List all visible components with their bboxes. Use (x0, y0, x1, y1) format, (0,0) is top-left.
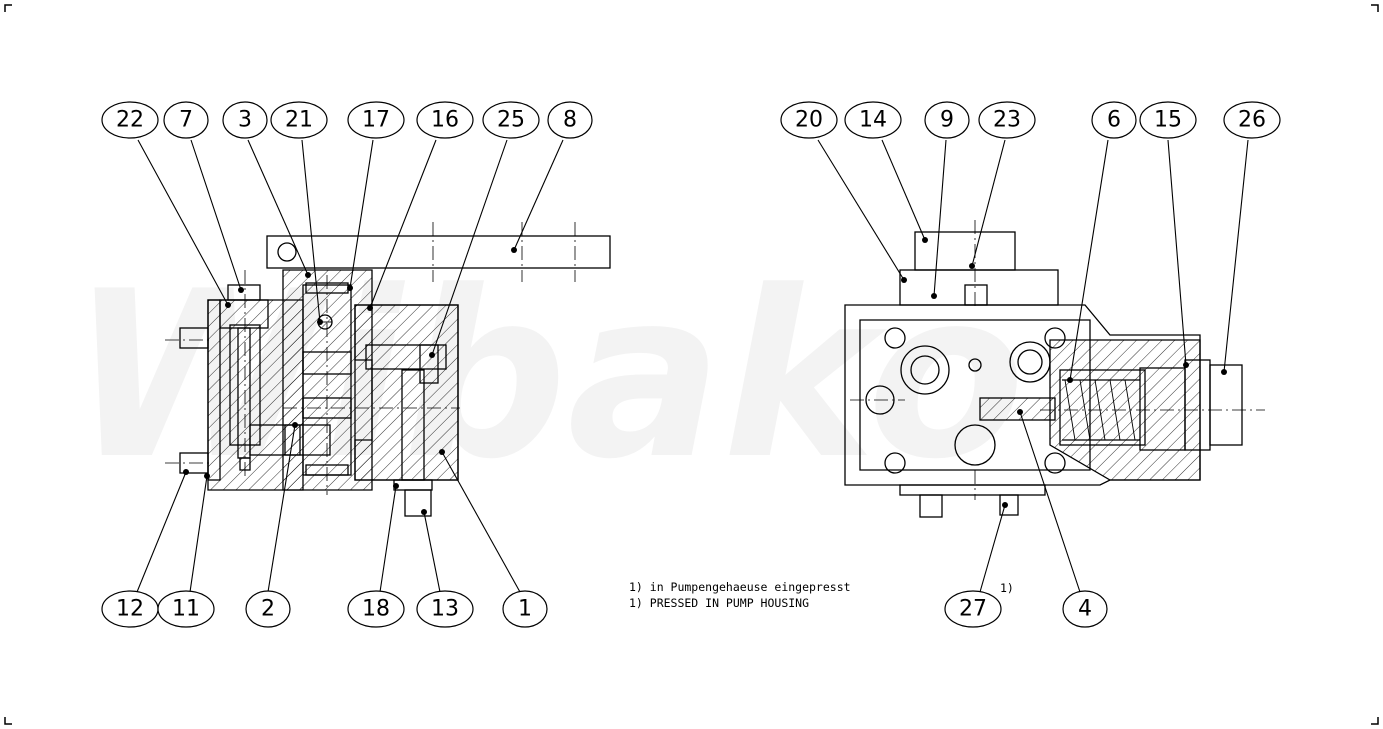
svg-text:23: 23 (993, 108, 1021, 133)
sheet-corner-marks (4, 4, 1379, 725)
svg-text:25: 25 (497, 108, 525, 133)
note-german: 1) in Pumpengehaeuse eingepresst (629, 580, 851, 594)
balloon-7: 7 (163, 101, 209, 139)
balloon-18: 18 (347, 590, 405, 628)
svg-text:17: 17 (362, 108, 390, 133)
part-balloons: 22 7 3 21 17 16 25 8 20 14 9 23 6 15 26 … (101, 101, 1281, 628)
balloon-1: 1 (502, 590, 548, 628)
balloon-13: 13 (416, 590, 474, 628)
balloon-12: 12 (101, 590, 159, 628)
svg-text:22: 22 (116, 108, 144, 133)
svg-text:9: 9 (940, 108, 954, 133)
svg-text:26: 26 (1238, 108, 1266, 133)
balloon-16: 16 (416, 101, 474, 139)
svg-text:13: 13 (431, 597, 459, 622)
balloon-21: 21 (270, 101, 328, 139)
balloon-8: 8 (547, 101, 593, 139)
svg-text:27: 27 (959, 597, 987, 622)
svg-text:21: 21 (285, 108, 313, 133)
right-section-view (844, 220, 1265, 518)
notes-block: 1) in Pumpengehaeuse eingepresst 1) PRES… (629, 580, 851, 610)
leader-lines (136, 139, 1249, 593)
svg-text:2: 2 (261, 597, 275, 622)
svg-text:14: 14 (859, 108, 887, 133)
svg-text:3: 3 (238, 108, 252, 133)
svg-text:16: 16 (431, 108, 459, 133)
balloon-4: 4 (1062, 590, 1108, 628)
svg-text:8: 8 (563, 108, 577, 133)
balloon-23: 23 (978, 101, 1036, 139)
balloon-25: 25 (482, 101, 540, 139)
balloon-22: 22 (101, 101, 159, 139)
balloon-14: 14 (844, 101, 902, 139)
svg-text:12: 12 (116, 597, 144, 622)
balloon-2: 2 (245, 590, 291, 628)
balloon-20: 20 (780, 101, 838, 139)
balloon-26: 26 (1223, 101, 1281, 139)
balloon-11: 11 (157, 590, 215, 628)
svg-text:6: 6 (1107, 108, 1121, 133)
balloon-9: 9 (924, 101, 970, 139)
svg-text:20: 20 (795, 108, 823, 133)
balloon-17: 17 (347, 101, 405, 139)
balloon-3: 3 (222, 101, 268, 139)
left-section-view (165, 222, 611, 517)
svg-text:18: 18 (362, 597, 390, 622)
balloon-27: 27 (944, 590, 1002, 628)
svg-text:7: 7 (179, 108, 193, 133)
note-english: 1) PRESSED IN PUMP HOUSING (629, 596, 809, 610)
balloon-6: 6 (1091, 101, 1137, 139)
svg-text:4: 4 (1078, 597, 1092, 622)
svg-text:1: 1 (518, 597, 532, 622)
footnote-marker: 1) (1000, 581, 1014, 595)
balloon-15: 15 (1139, 101, 1197, 139)
svg-text:15: 15 (1154, 108, 1182, 133)
svg-text:11: 11 (172, 597, 200, 622)
